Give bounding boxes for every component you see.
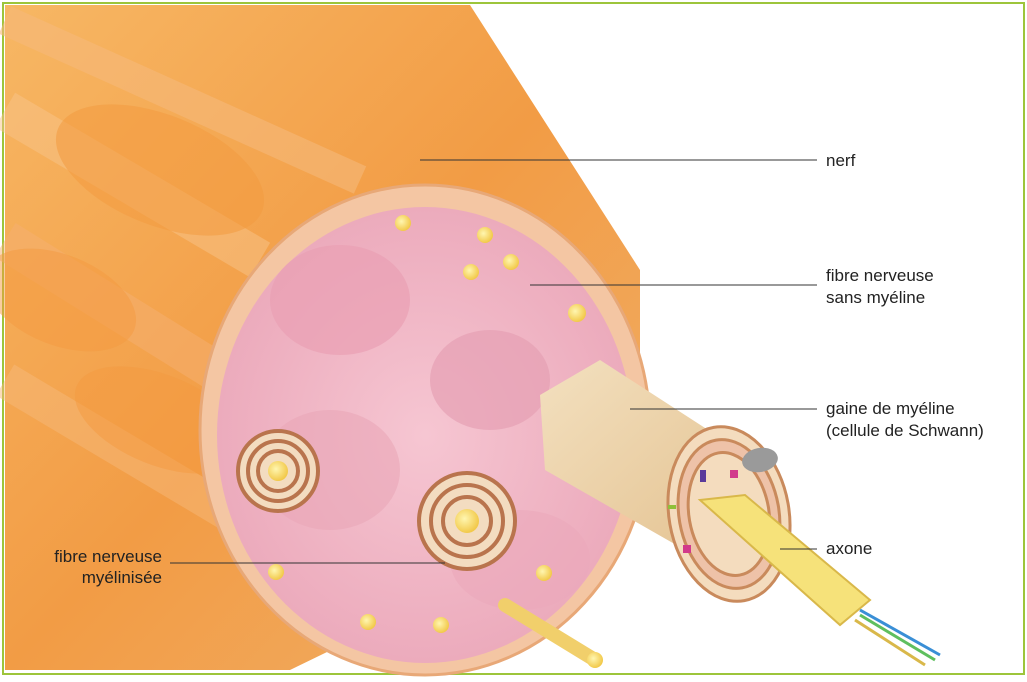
fibre-dot [568, 304, 586, 322]
label-gaine-1: gaine de myéline [826, 399, 955, 418]
fibre-dot [503, 254, 519, 270]
fibre-dot [360, 614, 376, 630]
label-fibre-myelinisee-1: fibre nerveuse [54, 547, 162, 566]
label-nerf: nerf [826, 151, 856, 170]
fibre-dot [463, 264, 479, 280]
fibre-dot [477, 227, 493, 243]
label-fibre-myelinisee-2: myélinisée [82, 568, 162, 587]
label-fibre-sans-myeline-1: fibre nerveuse [826, 266, 934, 285]
label-axone: axone [826, 539, 872, 558]
fibre-dot [395, 215, 411, 231]
myelinated-fibre-small [238, 431, 318, 511]
label-fibre-sans-myeline-2: sans myéline [826, 288, 925, 307]
fibre-dot [433, 617, 449, 633]
fibre-dot [587, 652, 603, 668]
fibre-dot [536, 565, 552, 581]
fibre-dot [268, 564, 284, 580]
myelinated-fibre-large [419, 473, 515, 569]
label-gaine-2: (cellule de Schwann) [826, 421, 984, 440]
